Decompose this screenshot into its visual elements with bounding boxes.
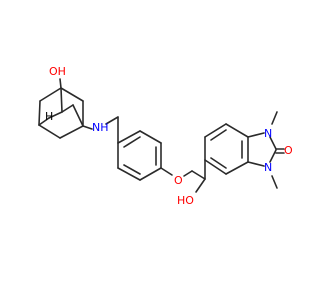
- bond-b5-n2: [247, 161, 265, 167]
- carbonyl-oxygen-label: O: [284, 144, 293, 157]
- bond-b-inner-3: [210, 157, 227, 169]
- bond-c-f: [48, 111, 63, 119]
- bond-o-ch2: [183, 170, 193, 177]
- bond-n1-methyl: [271, 111, 278, 125]
- bond-ch2-g: [72, 104, 84, 127]
- bridgehead-h-label: H: [45, 110, 53, 123]
- bond-c1-c: [60, 87, 63, 113]
- nitrogen-upper-label: N: [264, 127, 272, 140]
- bond-b5-b6: [225, 161, 249, 175]
- bond-d-f: [38, 117, 50, 126]
- bond-b3-b4: [225, 123, 249, 138]
- bond-b2-b3: [204, 123, 227, 138]
- nitrogen-lower-label: N: [264, 161, 272, 174]
- bond-f-ch2: [61, 104, 74, 113]
- molecule-structure: OH H NH O HO N N O: [38, 65, 293, 207]
- bond-d-e: [38, 124, 61, 139]
- bond-choh-oh: [195, 178, 206, 193]
- bond-p5-p6: [117, 167, 141, 181]
- amine-nh-label: NH: [92, 121, 109, 134]
- bond-b4-n1: [247, 132, 265, 138]
- bond-a-d: [38, 100, 41, 126]
- bond-c1-oh: [59, 78, 62, 89]
- bond-ring-o: [160, 167, 173, 176]
- bond-p-inner-1: [123, 136, 141, 148]
- hydroxyl-side-label: HO: [177, 194, 194, 207]
- bond-c1-a: [39, 87, 62, 102]
- bond-p1-p2: [117, 130, 141, 144]
- bond-g-e: [59, 125, 84, 139]
- bond-ch2-choh: [191, 170, 206, 180]
- bond-p2-p3: [139, 130, 162, 144]
- bond-c1-b: [60, 87, 84, 102]
- bond-p4-p5: [139, 167, 162, 181]
- ether-oxygen-label: O: [174, 174, 183, 187]
- bond-b6-b1: [204, 159, 227, 175]
- bond-n2-methyl: [271, 175, 278, 189]
- bond-nh-ch2: [105, 116, 119, 125]
- bond-layer: [38, 78, 285, 193]
- bond-n2-co: [269, 149, 277, 163]
- bond-b-inner-1: [210, 129, 227, 141]
- bond-p-inner-3: [123, 164, 141, 175]
- hydroxyl-top-label: OH: [49, 65, 66, 78]
- bond-g-nh: [82, 125, 93, 130]
- bond-n1-co: [269, 136, 277, 150]
- label-layer: OH H NH O HO N N O: [45, 65, 293, 207]
